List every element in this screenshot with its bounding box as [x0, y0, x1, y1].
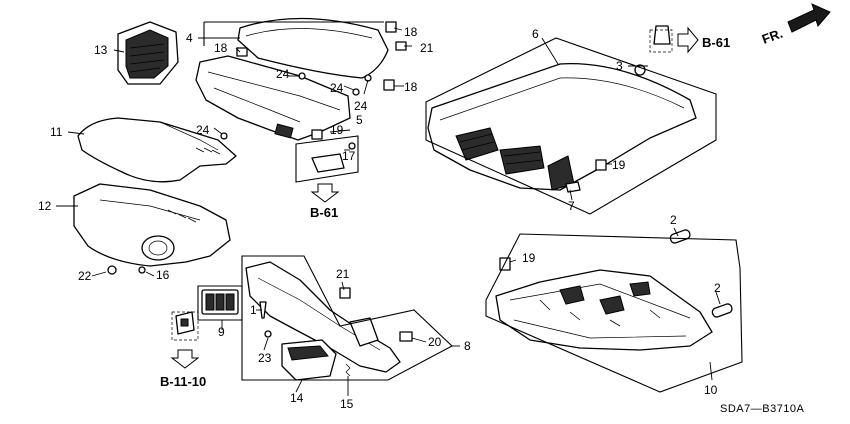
callout-labels: 1 2 2 3 4 5 6 7 8 9 10 11 12 13 14 15 16… — [38, 25, 721, 411]
callout-21b: 21 — [336, 267, 350, 281]
callout-13: 13 — [94, 43, 108, 57]
part-6-instrument-panel — [427, 62, 697, 191]
callout-16: 16 — [156, 268, 170, 282]
bracket-17 — [311, 153, 345, 173]
callout-9: 9 — [218, 325, 225, 339]
callout-6: 6 — [532, 27, 539, 41]
callout-14: 14 — [290, 391, 304, 405]
callout-15: 15 — [340, 397, 354, 411]
plug-3 — [653, 25, 671, 45]
callout-24d: 24 — [196, 123, 210, 137]
callout-18b: 18 — [214, 41, 228, 55]
callout-19b: 19 — [612, 158, 626, 172]
screw-16 — [138, 266, 146, 274]
part-8-lower-panel — [245, 261, 401, 373]
part-12-lower-column-cover — [73, 183, 231, 267]
callout-24c: 24 — [354, 99, 368, 113]
clip-7 — [565, 181, 581, 193]
callout-7: 7 — [568, 199, 575, 213]
callout-10: 10 — [704, 383, 718, 397]
callout-3: 3 — [616, 59, 623, 73]
callout-11: 11 — [50, 125, 63, 139]
callout-24a: 24 — [276, 67, 290, 81]
callout-19a: 19 — [330, 123, 344, 137]
callout-20: 20 — [428, 335, 442, 349]
b61-top-arrow — [649, 26, 699, 54]
part-10-under-cover — [495, 269, 713, 351]
part-4-meter-visor — [237, 17, 389, 79]
clip-21b — [339, 287, 351, 299]
fr-label: FR. — [760, 26, 785, 47]
leader-lines — [56, 27, 721, 396]
callout-2b: 2 — [714, 281, 721, 295]
callout-22: 22 — [78, 269, 92, 283]
assembly-boxes — [197, 21, 743, 393]
part-14-pocket — [281, 339, 337, 381]
callout-5: 5 — [356, 113, 363, 127]
fasteners — [107, 21, 733, 377]
b61-mid-arrow — [310, 183, 340, 203]
callout-4: 4 — [186, 31, 193, 45]
part-5-meter-panel — [195, 55, 351, 141]
callout-18a: 18 — [404, 25, 418, 39]
callout-18c: 18 — [404, 80, 418, 94]
part-clip-left — [175, 311, 195, 335]
fr-direction-arrow — [787, 3, 831, 33]
screw-24b — [352, 88, 360, 96]
b1110-arrow — [170, 311, 200, 369]
callout-2a: 2 — [670, 213, 677, 227]
callout-21a: 21 — [420, 41, 434, 55]
spacer-2b — [711, 303, 733, 318]
clip-19a — [311, 129, 323, 140]
clip-20 — [399, 331, 413, 342]
screw-22 — [107, 265, 117, 275]
clip-19b — [595, 159, 607, 171]
callout-12: 12 — [38, 199, 52, 213]
part-13-side-vent — [117, 21, 179, 85]
ref-b1110: B-11-10 — [160, 374, 206, 389]
clip-18a — [385, 21, 397, 33]
ref-b61-mid: B-61 — [310, 205, 338, 220]
callout-17: 17 — [342, 149, 356, 163]
spacer-2a — [669, 229, 691, 244]
callout-19c: 19 — [522, 251, 536, 265]
callout-24b: 24 — [330, 81, 344, 95]
callout-1: 1 — [250, 303, 257, 317]
callout-8: 8 — [464, 339, 471, 353]
diagram-code: SDA7—B3710A — [720, 403, 805, 415]
clip-18c — [383, 79, 395, 91]
callout-23: 23 — [258, 351, 272, 365]
part-11-upper-column-cover — [77, 117, 237, 183]
ref-b61-top: B-61 — [702, 35, 730, 50]
spring-15 — [345, 363, 351, 377]
clip-18b — [236, 47, 248, 57]
part-9-switch — [201, 289, 239, 315]
screw-23 — [264, 330, 272, 338]
screw-1 — [259, 301, 267, 319]
screw-24d — [220, 132, 228, 140]
